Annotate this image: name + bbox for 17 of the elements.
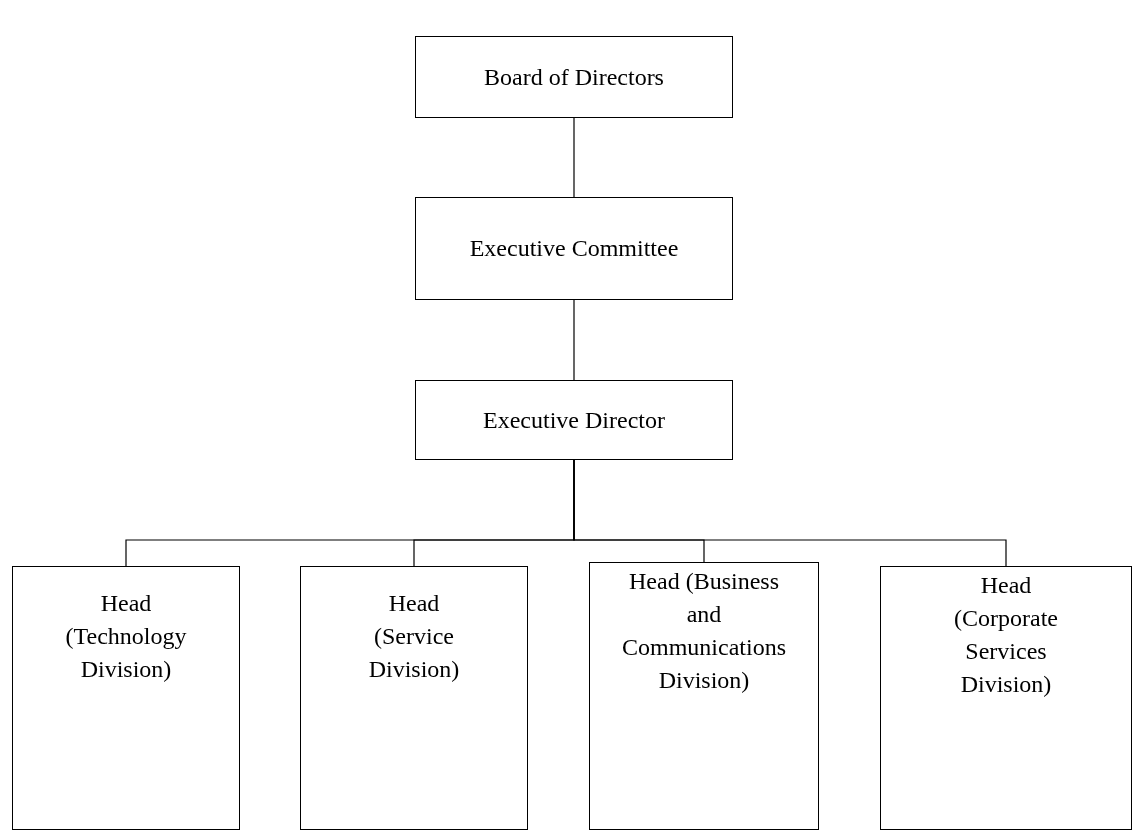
box-label: Head (Service Division) <box>367 589 461 684</box>
org-box <box>12 566 240 830</box>
box-label: Executive Director <box>482 405 666 435</box>
box-label: Executive Committee <box>468 234 680 263</box>
connector-line <box>573 299 575 381</box>
org-box <box>880 566 1132 830</box>
org-box <box>415 36 733 118</box>
org-box <box>415 197 733 300</box>
box-label: Head (Corporate Services Division) <box>953 571 1059 699</box>
connector-line <box>573 117 575 198</box>
org-box <box>415 380 733 460</box>
connector-line <box>573 459 1007 567</box>
box-label: Board of Directors <box>483 62 665 92</box>
box-label: Head (Technology Division) <box>64 589 188 684</box>
box-label: Head (Business and Communications Division) <box>621 567 787 695</box>
org-box <box>589 562 819 830</box>
org-box <box>300 566 528 830</box>
